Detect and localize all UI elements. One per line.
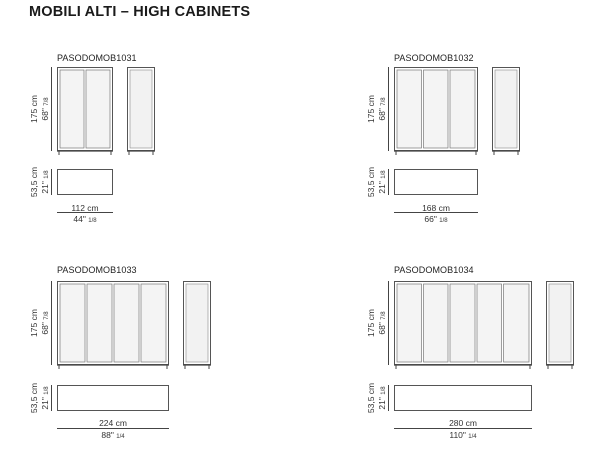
depth-in-label: 21" 1/8 <box>40 170 50 194</box>
plan-view <box>394 385 532 411</box>
depth-cm-label: 53,5 cm <box>366 166 376 198</box>
width-dimension-line <box>57 428 169 429</box>
height-dimension-line <box>51 281 52 365</box>
product-code: PASODOMOB1034 <box>394 265 474 275</box>
side-elevation <box>492 67 520 155</box>
height-in-label: 68" 7/8 <box>40 97 50 121</box>
depth-in-label: 21" 1/8 <box>377 170 387 194</box>
height-dimension-line <box>388 67 389 151</box>
front-elevation <box>57 67 113 155</box>
product-code: PASODOMOB1031 <box>57 53 137 63</box>
height-cm-label: 175 cm <box>366 95 376 123</box>
width-dimension-line <box>394 212 478 213</box>
height-in-label: 68" 7/8 <box>40 311 50 335</box>
width-cm-label: 112 cm <box>71 203 99 213</box>
side-elevation <box>546 281 574 369</box>
height-dimension-line <box>51 67 52 151</box>
width-in-label: 66" 1/8 <box>424 214 448 224</box>
depth-cm-label: 53,5 cm <box>366 382 376 414</box>
height-cm-label: 175 cm <box>29 95 39 123</box>
product-code: PASODOMOB1032 <box>394 53 474 63</box>
plan-view <box>394 169 478 195</box>
width-cm-label: 280 cm <box>449 418 477 428</box>
width-dimension-line <box>57 212 113 213</box>
side-elevation <box>127 67 155 155</box>
front-elevation <box>57 281 169 369</box>
width-in-label: 44" 1/8 <box>73 214 97 224</box>
depth-dimension-line <box>51 385 52 411</box>
height-in-label: 68" 7/8 <box>377 311 387 335</box>
width-cm-label: 168 cm <box>422 203 450 213</box>
width-dimension-line <box>394 428 532 429</box>
depth-dimension-line <box>388 169 389 195</box>
depth-dimension-line <box>388 385 389 411</box>
width-in-label: 110" 1/4 <box>449 430 477 440</box>
plan-view <box>57 385 169 411</box>
depth-in-label: 21" 1/8 <box>40 386 50 410</box>
product-code: PASODOMOB1033 <box>57 265 137 275</box>
height-dimension-line <box>388 281 389 365</box>
height-cm-label: 175 cm <box>29 309 39 337</box>
depth-cm-label: 53,5 cm <box>29 382 39 414</box>
height-in-label: 68" 7/8 <box>377 97 387 121</box>
plan-view <box>57 169 113 195</box>
height-cm-label: 175 cm <box>366 309 376 337</box>
front-elevation <box>394 67 478 155</box>
front-elevation <box>394 281 532 369</box>
depth-dimension-line <box>51 169 52 195</box>
width-cm-label: 224 cm <box>99 418 127 428</box>
side-elevation <box>183 281 211 369</box>
page-title: MOBILI ALTI – HIGH CABINETS <box>29 4 251 20</box>
depth-in-label: 21" 1/8 <box>377 386 387 410</box>
depth-cm-label: 53,5 cm <box>29 166 39 198</box>
width-in-label: 88" 1/4 <box>101 430 125 440</box>
